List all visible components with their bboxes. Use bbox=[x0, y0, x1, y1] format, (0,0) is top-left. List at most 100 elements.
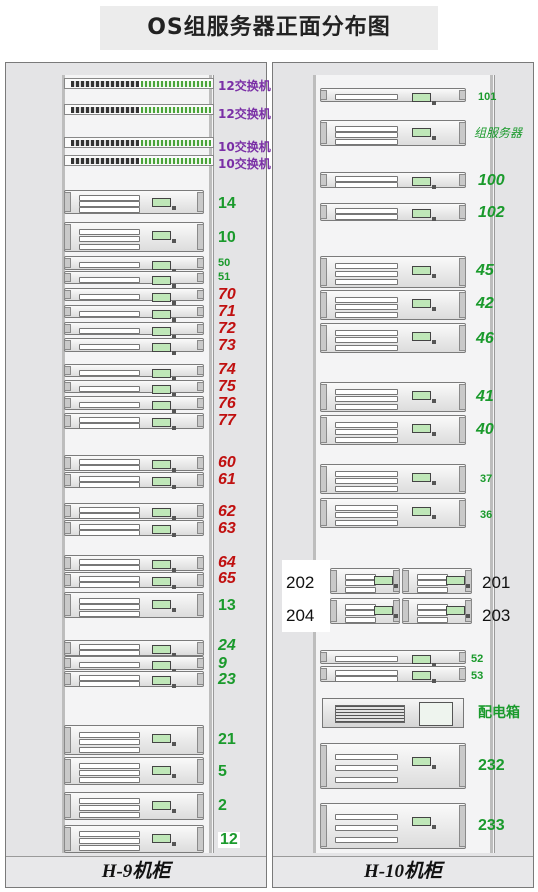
server-2 bbox=[64, 792, 204, 820]
server-24 bbox=[64, 640, 204, 657]
server-5 bbox=[64, 757, 204, 785]
server-label: 14 bbox=[218, 195, 236, 212]
server-9 bbox=[64, 656, 204, 673]
server-204 bbox=[330, 598, 400, 624]
server-76 bbox=[64, 396, 204, 413]
server-14 bbox=[64, 190, 204, 214]
server-label: 45 bbox=[476, 262, 494, 279]
server-label: 77 bbox=[218, 412, 236, 429]
server-label: 73 bbox=[218, 337, 236, 354]
server-label: 60 bbox=[218, 454, 236, 471]
server-62 bbox=[64, 503, 204, 520]
server-102 bbox=[320, 203, 466, 221]
server-40 bbox=[320, 415, 466, 445]
server-label: 36 bbox=[480, 509, 493, 521]
server-label: 72 bbox=[218, 320, 236, 337]
switch-3 bbox=[64, 137, 214, 148]
server-label: 202 bbox=[286, 573, 315, 592]
server-label: 2 bbox=[218, 797, 227, 814]
server-label: 50 bbox=[218, 257, 231, 269]
power-box-label: 配电箱 bbox=[478, 705, 520, 721]
server-label: 37 bbox=[480, 473, 493, 485]
server-61 bbox=[64, 472, 204, 489]
server-202 bbox=[330, 568, 400, 594]
switch-4 bbox=[64, 155, 214, 166]
server-label: 12 bbox=[218, 831, 240, 848]
switch-label: 12交换机 bbox=[218, 79, 271, 93]
server-72 bbox=[64, 322, 204, 339]
server-37 bbox=[320, 464, 466, 494]
server-label: 21 bbox=[218, 731, 236, 748]
server-label: 40 bbox=[476, 421, 494, 438]
server-label: 71 bbox=[218, 303, 236, 320]
server-65 bbox=[64, 572, 204, 589]
server-46 bbox=[320, 323, 466, 353]
server-201 bbox=[402, 568, 472, 594]
server-label: 63 bbox=[218, 520, 236, 537]
server-label: 74 bbox=[218, 361, 236, 378]
server-label: 41 bbox=[476, 388, 494, 405]
server-21 bbox=[64, 725, 204, 755]
cabinet-label: H-9机柜 bbox=[101, 861, 171, 882]
page-title: OS组服务器正面分布图 bbox=[100, 6, 438, 50]
server-label: 5 bbox=[218, 763, 227, 780]
server-label: 组服务器 bbox=[474, 126, 523, 140]
server-64 bbox=[64, 555, 204, 572]
switch-1 bbox=[64, 78, 214, 89]
server-74 bbox=[64, 364, 204, 381]
server-label: 23 bbox=[218, 671, 236, 688]
server-label: 51 bbox=[218, 271, 231, 283]
server-label: 9 bbox=[218, 655, 227, 672]
server-232 bbox=[320, 743, 466, 789]
server-label: 232 bbox=[478, 757, 505, 774]
server-70 bbox=[64, 288, 204, 305]
server-23 bbox=[64, 671, 204, 688]
server-label: 52 bbox=[471, 653, 484, 665]
server-label: 24 bbox=[218, 637, 236, 654]
server-60 bbox=[64, 455, 204, 472]
server-label: 203 bbox=[482, 606, 511, 625]
server-label: 201 bbox=[482, 573, 511, 592]
server-label: 70 bbox=[218, 286, 236, 303]
server-75 bbox=[64, 380, 204, 397]
server-label: 10 bbox=[218, 229, 236, 246]
server-label: 65 bbox=[218, 570, 236, 587]
server-label: 46 bbox=[476, 330, 494, 347]
switch-label: 12交换机 bbox=[218, 107, 271, 121]
server-label: 64 bbox=[218, 554, 236, 571]
server-label: 76 bbox=[218, 395, 236, 412]
server-71 bbox=[64, 305, 204, 322]
switch-2 bbox=[64, 104, 214, 115]
server-51 bbox=[64, 271, 204, 288]
server-group bbox=[320, 120, 466, 146]
server-label: 62 bbox=[218, 503, 236, 520]
switch-label: 10交换机 bbox=[218, 140, 271, 154]
server-45 bbox=[320, 256, 466, 288]
server-label: 204 bbox=[286, 606, 315, 625]
switch-label: 10交换机 bbox=[218, 157, 271, 171]
server-label: 101 bbox=[478, 91, 497, 103]
server-10 bbox=[64, 222, 204, 252]
server-42 bbox=[320, 290, 466, 320]
server-101 bbox=[320, 88, 466, 105]
server-73 bbox=[64, 338, 204, 355]
server-13 bbox=[64, 592, 204, 618]
server-label: 13 bbox=[218, 597, 236, 614]
server-50 bbox=[64, 256, 204, 273]
server-53 bbox=[320, 666, 466, 683]
cabinet-label: H-10机柜 bbox=[363, 861, 443, 882]
server-36 bbox=[320, 498, 466, 528]
power-distribution-box bbox=[322, 698, 464, 728]
server-label: 53 bbox=[471, 670, 484, 682]
server-100 bbox=[320, 172, 466, 189]
server-label: 61 bbox=[218, 471, 236, 488]
server-203 bbox=[402, 598, 472, 624]
label-backdrop bbox=[282, 560, 330, 632]
server-63 bbox=[64, 520, 204, 537]
server-52 bbox=[320, 650, 466, 667]
server-label: 75 bbox=[218, 378, 236, 395]
server-12 bbox=[64, 825, 204, 853]
server-41 bbox=[320, 382, 466, 412]
server-label: 42 bbox=[476, 295, 494, 312]
server-label: 100 bbox=[478, 172, 505, 189]
